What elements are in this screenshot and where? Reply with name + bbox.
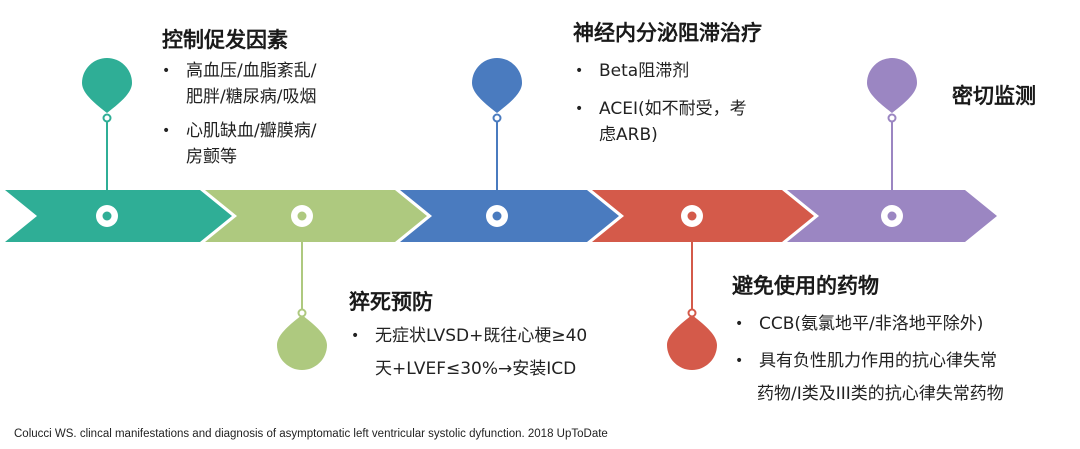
stage-5-title: 密切监测 [952,84,1036,108]
list-item: • CCB(氨氯地平/非洛地平除外) [735,314,984,334]
stage-4-list: • CCB(氨氯地平/非洛地平除外) • 具有负性肌力作用的抗心律失常药物/I类… [733,311,1078,411]
stage-5-marker [881,205,903,227]
list-item: • 具有负性肌力作用的抗心律失常药物/I类及III类的抗心律失常药物 [735,351,1004,404]
stage-5-pin [867,58,917,113]
stage-3-pin [472,58,522,113]
stage-3-title: 神经内分泌阻滞治疗 [573,21,762,45]
stage-1-list: • 高血压/血脂紊乱/肥胖/糖尿病/吸烟 • 心肌缺血/瓣膜病/房颤等 [160,58,400,170]
citation: Colucci WS. clincal manifestations and d… [14,428,608,440]
stage-1-pin [82,58,132,113]
stage-1-marker [96,205,118,227]
stage-2-pin [277,315,327,370]
list-item: • ACEI(如不耐受，考虑ARB) [575,99,747,145]
stage-4-title: 避免使用的药物 [732,274,879,298]
list-item: • 高血压/血脂紊乱/肥胖/糖尿病/吸烟 [162,61,317,107]
stage-3-marker [486,205,508,227]
stage-3-list: • Beta阻滞剂 • ACEI(如不耐受，考虑ARB) [573,58,813,148]
stage-3-arrow [400,190,619,242]
stage-4-marker [681,205,703,227]
list-item: • 心肌缺血/瓣膜病/房颤等 [162,121,317,167]
stage-2-title: 猝死预防 [349,290,433,314]
stage-2-arrow [205,190,427,242]
list-item: • Beta阻滞剂 [575,61,690,81]
stage-2-marker [291,205,313,227]
stage-1-arrow [5,190,232,242]
stage-4-pin [667,315,717,370]
stage-1-title: 控制促发因素 [162,28,288,52]
